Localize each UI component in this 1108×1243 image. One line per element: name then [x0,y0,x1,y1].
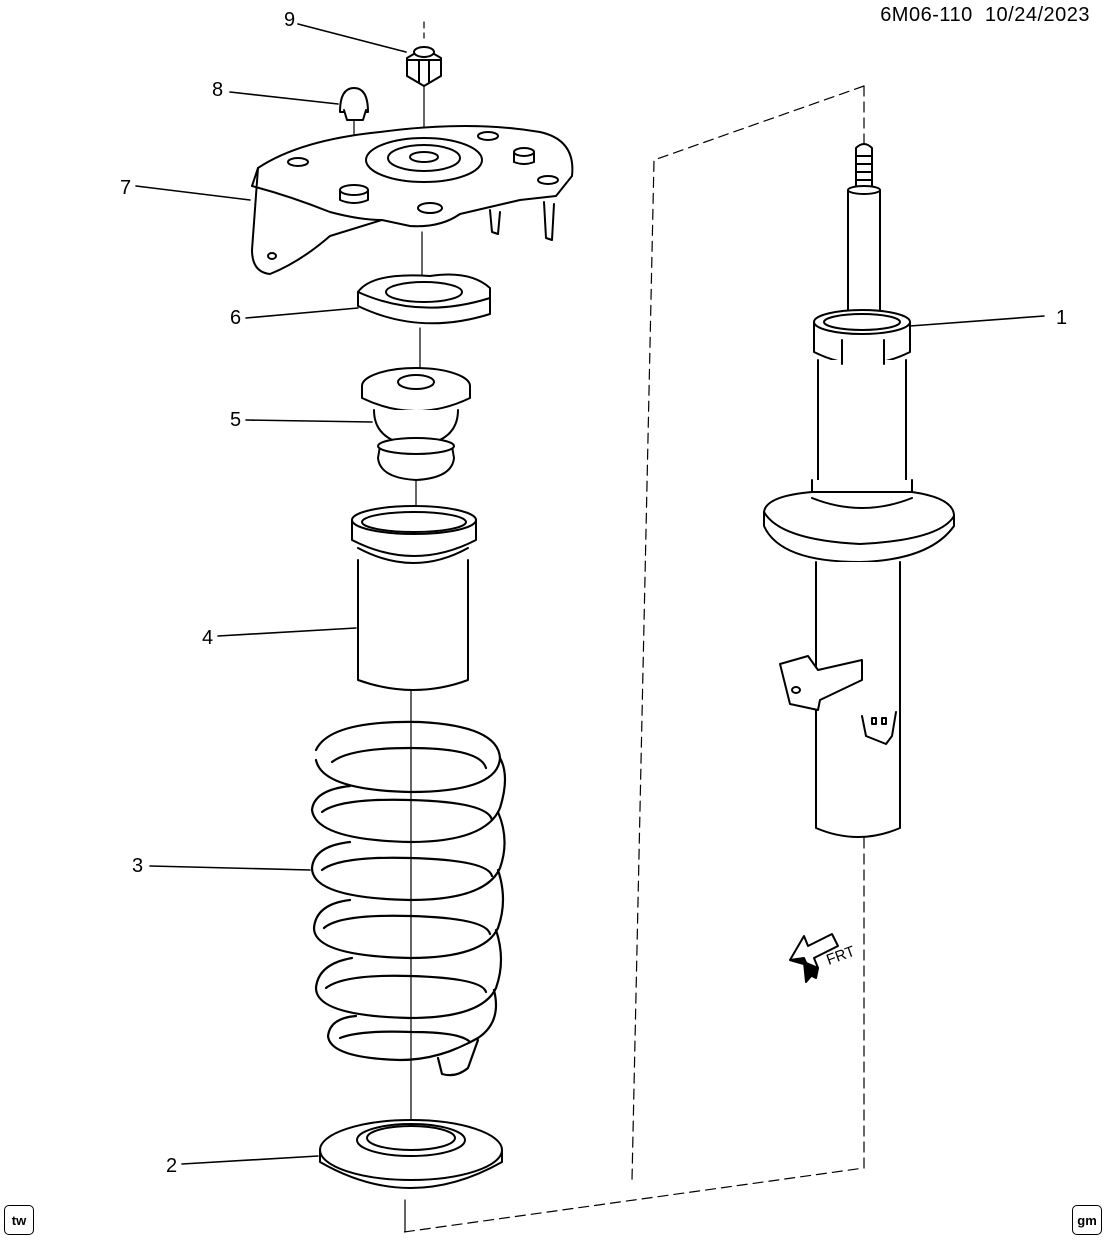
callout-5: 5 [230,409,241,431]
gm-logo: gm [1072,1205,1102,1235]
callout-6: 6 [230,307,241,329]
callout-1: 1 [1056,307,1067,329]
coil-spring [310,720,507,1077]
nut [406,46,442,87]
callout-8: 8 [212,79,223,101]
leader-lines [135,23,1045,1165]
callout-2: 2 [166,1155,177,1177]
cap [339,87,369,121]
strut-mount [251,125,574,275]
tw-badge: tw [4,1205,34,1235]
lower-spring-seat [319,1119,503,1189]
callout-4: 4 [202,627,213,649]
strut-assembly [763,143,955,838]
dust-shield [351,505,477,691]
callout-3: 3 [132,855,143,877]
callout-7: 7 [120,177,131,199]
illustration-code: 6M06-110 10/24/2023 [880,4,1090,26]
jounce-bumper [361,367,471,481]
upper-spring-insulator [357,273,491,325]
callout-9: 9 [284,9,295,31]
frt-direction-arrow [789,933,839,983]
